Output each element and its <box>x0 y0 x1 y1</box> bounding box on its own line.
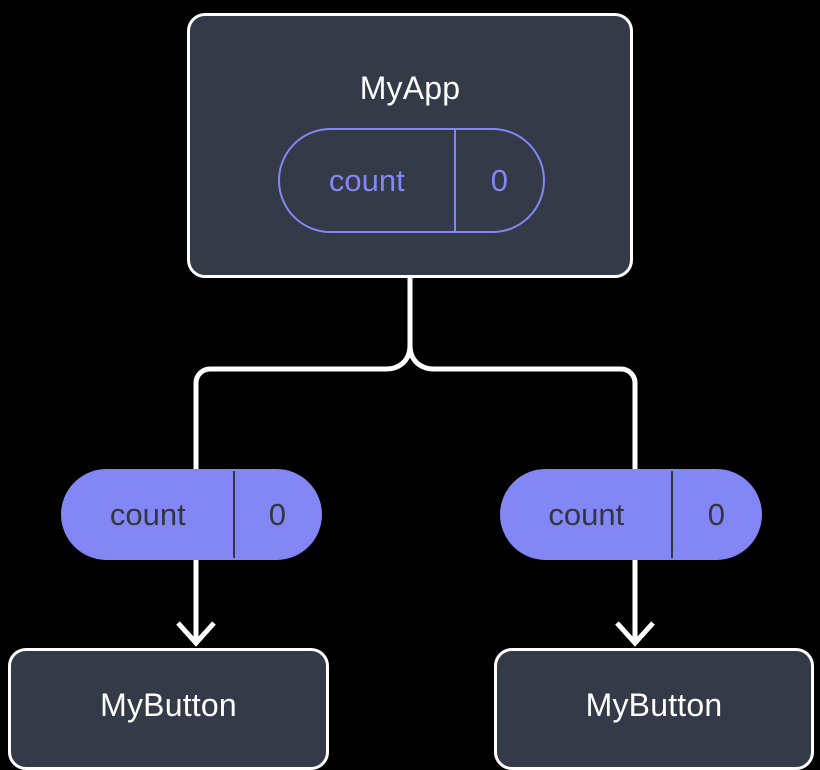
state-pill-branch-left-value: 0 <box>268 496 286 532</box>
state-pill-branch-left-name: count <box>109 496 186 532</box>
state-pill-root-value: 0 <box>490 162 508 198</box>
arrow-left-head-icon <box>176 621 216 647</box>
state-pill-root[interactable]: count 0 <box>278 128 545 233</box>
component-label-mybutton-right: MyButton <box>585 687 723 723</box>
component-box-mybutton-right[interactable]: MyButton <box>494 648 814 770</box>
arrow-right-head-icon <box>615 621 655 647</box>
state-pill-branch-left-divider <box>232 471 235 558</box>
state-pill-branch-right-value: 0 <box>707 496 725 532</box>
connector-branch-right <box>407 342 638 472</box>
state-pill-branch-right-name: count <box>548 496 625 532</box>
component-label-mybutton-left: MyButton <box>100 687 237 723</box>
state-pill-branch-left[interactable]: count 0 <box>61 469 322 560</box>
component-label-myapp: MyApp <box>359 70 461 106</box>
component-box-mybutton-left[interactable]: MyButton <box>8 648 329 770</box>
state-pill-branch-right-divider <box>670 471 673 558</box>
state-pill-root-divider <box>453 130 456 231</box>
state-pill-root-name: count <box>328 162 405 198</box>
connector-branch-left <box>193 342 413 472</box>
state-pill-branch-right[interactable]: count 0 <box>500 469 762 560</box>
